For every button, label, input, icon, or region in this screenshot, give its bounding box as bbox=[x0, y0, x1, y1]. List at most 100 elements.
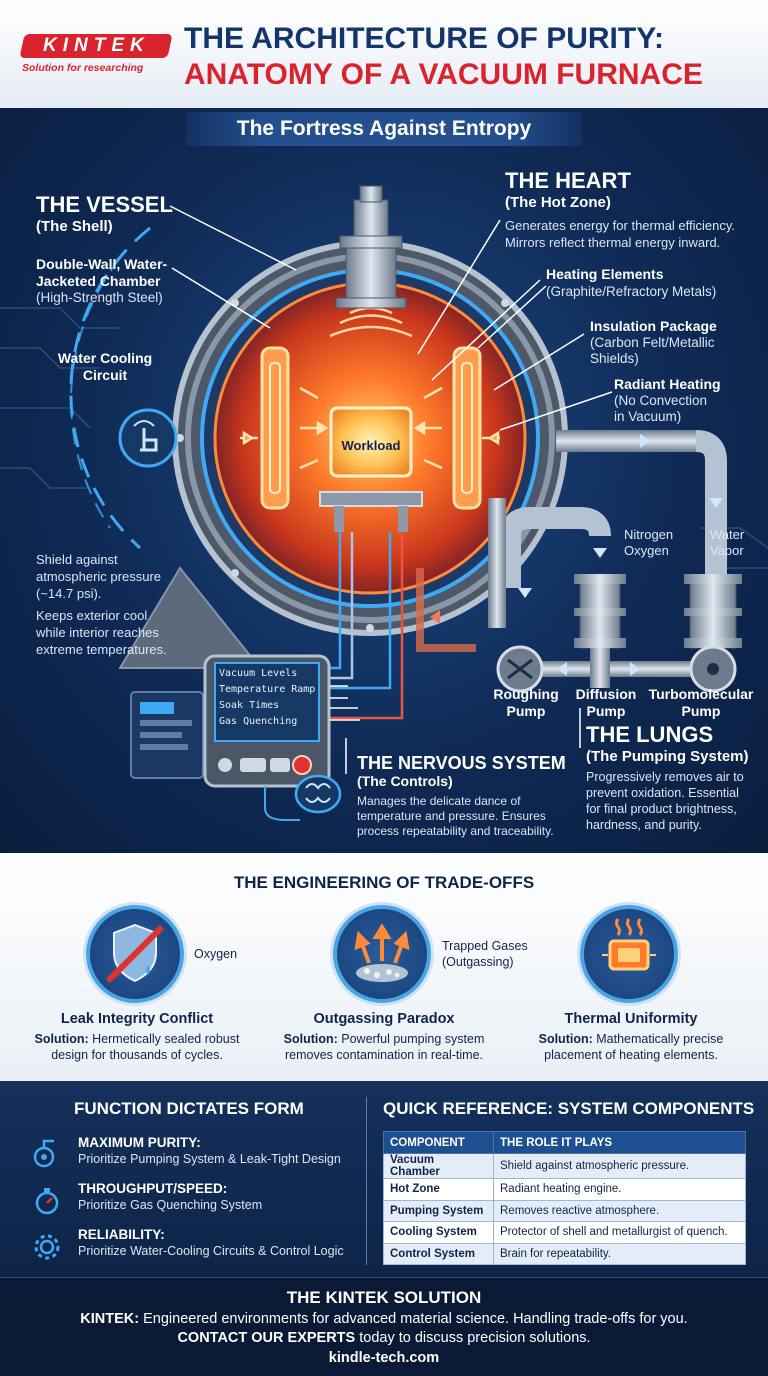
control-panel bbox=[130, 654, 331, 821]
table-cell-component: Cooling System bbox=[383, 1221, 494, 1244]
leak-integrity-title: Leak Integrity Conflict bbox=[60, 1011, 214, 1027]
kintek-logo[interactable]: KINTEK Solution for researching bbox=[19, 34, 173, 74]
radiant-title: Radiant Heating bbox=[614, 376, 721, 392]
heating-elements-sub: (Graphite/Refractory Metals) bbox=[546, 284, 717, 299]
subtitle-banner: The Fortress Against Entropy bbox=[186, 112, 582, 146]
leak-integrity-icon bbox=[86, 905, 184, 1003]
turbomolecular-pump bbox=[684, 574, 742, 693]
roughing-pump-label-1: Roughing bbox=[493, 686, 559, 702]
touch-icon bbox=[118, 408, 178, 468]
heart-subtitle: (The Hot Zone) bbox=[505, 194, 611, 211]
trapped-gases-label: Trapped Gases bbox=[442, 939, 528, 953]
footer-line2: CONTACT OUR EXPERTS today to discuss pre… bbox=[177, 1330, 591, 1346]
lungs-desc-3: for final product brightness, bbox=[586, 802, 737, 816]
bottom-panel: FUNCTION DICTATES FORM MAXIMUM PURITY: P… bbox=[0, 1081, 768, 1277]
page-title-line2: ANATOMY OF A VACUUM FURNACE bbox=[184, 58, 703, 91]
thermal-uniformity-icon bbox=[580, 905, 678, 1003]
thermal-uniformity-title: Thermal Uniformity bbox=[564, 1011, 698, 1027]
brain-icon bbox=[294, 774, 342, 814]
function-title: FUNCTION DICTATES FORM bbox=[74, 1099, 304, 1118]
table-cell-component: Vacuum Chamber bbox=[383, 1153, 494, 1179]
vessel-title: THE VESSEL bbox=[36, 192, 173, 217]
function-head-purity: MAXIMUM PURITY: bbox=[78, 1135, 201, 1150]
diffusion-pump-label-1: Diffusion bbox=[575, 686, 637, 702]
top-column bbox=[335, 185, 407, 309]
contact-experts-link[interactable]: CONTACT OUR EXPERTS bbox=[177, 1330, 356, 1346]
lungs-desc-2: prevent oxidation. Essential bbox=[586, 786, 739, 800]
table-cell-role: Radiant heating engine. bbox=[493, 1178, 746, 1201]
heating-elements bbox=[260, 346, 482, 510]
gas-oxygen: Oxygen bbox=[624, 543, 669, 558]
website-link[interactable]: kindle-tech.com bbox=[328, 1350, 440, 1366]
shield-text-6: extreme temperatures. bbox=[36, 642, 167, 657]
insulation-title: Insulation Package bbox=[590, 318, 717, 334]
diffusion-pump-label-2: Pump bbox=[586, 703, 626, 719]
outgassing-title: Outgassing Paradox bbox=[313, 1011, 455, 1027]
footer: THE KINTEK SOLUTION KINTEK: Engineered e… bbox=[0, 1277, 768, 1376]
logo-tagline: Solution for researching bbox=[22, 62, 144, 74]
function-body-throughput: Prioritize Gas Quenching System bbox=[78, 1198, 263, 1212]
nervous-subtitle: (The Controls) bbox=[357, 773, 453, 789]
logo-text: KINTEK bbox=[42, 35, 150, 56]
page-title-line1: THE ARCHITECTURE OF PURITY: bbox=[184, 22, 664, 55]
furnace-stand bbox=[118, 566, 263, 669]
shield-text-1: Shield against bbox=[36, 552, 118, 567]
turbo-pump-label-2: Pump bbox=[681, 703, 721, 719]
reference-table: COMPONENT THE ROLE IT PLAYS Vacuum Chamb… bbox=[383, 1131, 746, 1266]
roughing-pump bbox=[496, 645, 544, 693]
function-body-purity: Prioritize Pumping System & Leak-Tight D… bbox=[78, 1152, 341, 1166]
roughing-pump-label-2: Pump bbox=[506, 703, 546, 719]
nervous-title: THE NERVOUS SYSTEM bbox=[357, 753, 566, 773]
shield-text-4: Keeps exterior cool bbox=[36, 608, 148, 623]
screen-gas-quenching: Gas Quenching bbox=[219, 716, 298, 727]
function-head-reliability: RELIABILITY: bbox=[78, 1227, 165, 1242]
table-cell-role: Shield against atmospheric pressure. bbox=[493, 1153, 746, 1179]
table-header-row: COMPONENT THE ROLE IT PLAYS bbox=[383, 1131, 746, 1154]
shield-text-5: while interior reaches bbox=[36, 625, 159, 640]
outgassing-icon bbox=[333, 905, 431, 1003]
function-head-throughput: THROUGHPUT/SPEED: bbox=[78, 1181, 228, 1196]
heart-desc-1: Generates energy for thermal efficiency. bbox=[505, 218, 736, 233]
flow-arrows bbox=[430, 434, 723, 676]
heart-desc-2: Mirrors reflect thermal energy inward. bbox=[505, 235, 721, 250]
outgassing-label: (Outgassing) bbox=[442, 955, 514, 969]
cooling-label-1: Water Cooling bbox=[57, 350, 153, 366]
screen-vacuum-levels: Vacuum Levels bbox=[219, 668, 298, 679]
nervous-desc-1: Manages the delicate dance of bbox=[357, 794, 521, 808]
gas-nitrogen: Nitrogen bbox=[624, 527, 674, 542]
furnace-diagram bbox=[0, 185, 768, 821]
footer-line1: KINTEK: Engineered environments for adva… bbox=[80, 1311, 688, 1327]
diffusion-pump bbox=[574, 574, 626, 688]
function-body-reliability: Prioritize Water-Cooling Circuits & Cont… bbox=[78, 1244, 344, 1258]
logo-badge: KINTEK bbox=[19, 34, 173, 58]
lungs-subtitle: (The Pumping System) bbox=[586, 748, 749, 765]
cooling-label-2: Circuit bbox=[82, 367, 128, 383]
control-lines bbox=[320, 532, 404, 720]
table-header-component: COMPONENT bbox=[383, 1131, 494, 1154]
table-cell-role: Removes reactive atmosphere. bbox=[493, 1199, 746, 1223]
footer-title: THE KINTEK SOLUTION bbox=[286, 1288, 482, 1307]
lungs-desc-4: hardness, and purity. bbox=[586, 818, 702, 832]
shield-text-2: atmospheric pressure bbox=[36, 569, 161, 584]
screen-temperature-ramp: Temperature Ramp bbox=[219, 684, 316, 695]
chamber-label-2: Jacketed Chamber bbox=[36, 273, 161, 289]
table-cell-role: Brain for repeatability. bbox=[493, 1242, 746, 1266]
table-cell-component: Pumping System bbox=[383, 1199, 494, 1223]
radiant-sub-1: (No Convection bbox=[614, 393, 708, 408]
solution-label: Solution: bbox=[34, 1032, 89, 1046]
nervous-desc-3: process repeatability and traceability. bbox=[357, 824, 554, 838]
pump-icon bbox=[33, 1139, 55, 1168]
cooling-arcs bbox=[69, 226, 151, 550]
panel-divider bbox=[366, 1097, 367, 1265]
header: KINTEK Solution for researching THE ARCH… bbox=[0, 0, 768, 108]
radiant-sub-2: in Vacuum) bbox=[614, 409, 682, 424]
footer-brand: KINTEK: bbox=[80, 1311, 140, 1327]
heating-elements-title: Heating Elements bbox=[546, 266, 664, 282]
table-header-role: THE ROLE IT PLAYS bbox=[493, 1131, 746, 1154]
